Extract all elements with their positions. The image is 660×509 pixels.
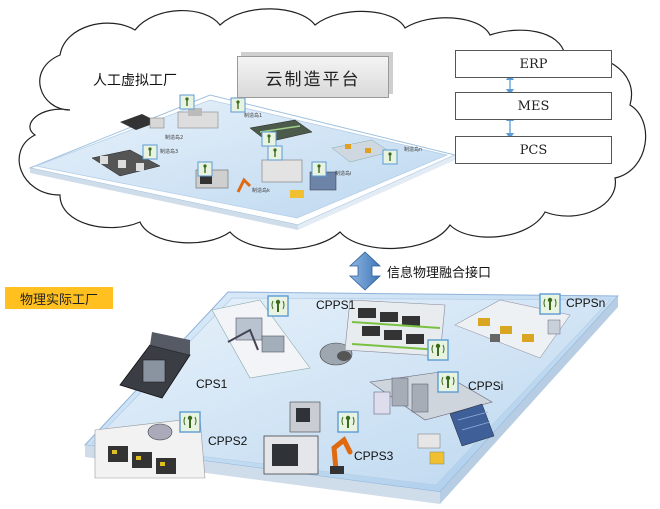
physical-sensors xyxy=(179,293,561,433)
island-label: 制造岛3 xyxy=(160,149,179,155)
cpps1-label: CPPS1 xyxy=(316,298,356,312)
cppsi-factory xyxy=(369,371,495,465)
physical-machines xyxy=(94,299,571,479)
sensor-icon xyxy=(539,293,561,315)
virtual-sensor-icon xyxy=(197,161,213,177)
island-label: 制造岛1 xyxy=(244,113,263,119)
virtual-sensor-icon xyxy=(230,97,246,113)
physical-factory-label: 物理实际工厂 xyxy=(19,292,98,308)
virtual-sensor-icon xyxy=(142,144,158,160)
cloud-platform-box: 云制造平台 xyxy=(237,56,389,98)
cpps1-photo xyxy=(211,299,353,379)
sensor-icon xyxy=(337,411,359,433)
island-label: 制造岛i xyxy=(335,171,352,177)
sensor-icon xyxy=(427,339,449,361)
erp-label: ERP xyxy=(519,56,548,72)
cpps1-line xyxy=(344,299,446,357)
cpps3-label: CPPS3 xyxy=(354,449,394,463)
cpps2-label: CPPS2 xyxy=(208,434,248,448)
physical-factory-label-box: 物理实际工厂 xyxy=(5,287,113,309)
virtual-sensor-icon xyxy=(382,149,398,165)
virtual-sensor-icon xyxy=(267,145,283,161)
virtual-sensor-icon xyxy=(311,161,327,177)
island-label: 制造岛n xyxy=(404,147,423,153)
pcs-box: PCS xyxy=(455,136,612,164)
virtual-machine-2 xyxy=(177,108,219,129)
virtual-factory-label: 人工虚拟工厂 xyxy=(93,73,177,89)
cps1-label: CPS1 xyxy=(196,377,228,391)
virtual-machine-7 xyxy=(261,159,337,198)
virtual-machine-5 xyxy=(91,149,161,177)
island-label: 制造岛2 xyxy=(165,135,184,141)
mes-label: MES xyxy=(517,98,550,114)
sensor-icon xyxy=(179,411,201,433)
cpps2-photo xyxy=(94,417,206,479)
pcs-label: PCS xyxy=(519,142,548,158)
virtual-machine-1 xyxy=(120,114,165,130)
cppsn-label: CPPSn xyxy=(566,296,606,310)
mes-box: MES xyxy=(455,92,612,120)
interface-arrow xyxy=(348,251,382,291)
sensor-icon xyxy=(267,295,289,317)
cloud-platform-label: 云制造平台 xyxy=(265,69,361,90)
island-label: 制造岛k xyxy=(252,188,270,194)
interface-label: 信息物理融合接口 xyxy=(387,266,492,281)
cpps3-machine xyxy=(263,401,353,475)
virtual-sensor-icon xyxy=(261,131,277,147)
virtual-sensor-icon xyxy=(179,94,195,110)
virtual-sensors xyxy=(142,94,398,177)
cppsi-label: CPPSi xyxy=(468,379,504,393)
sensor-icon xyxy=(437,371,459,393)
cps1-machine xyxy=(119,332,191,399)
erp-box: ERP xyxy=(455,50,612,78)
physical-platform xyxy=(83,291,620,504)
